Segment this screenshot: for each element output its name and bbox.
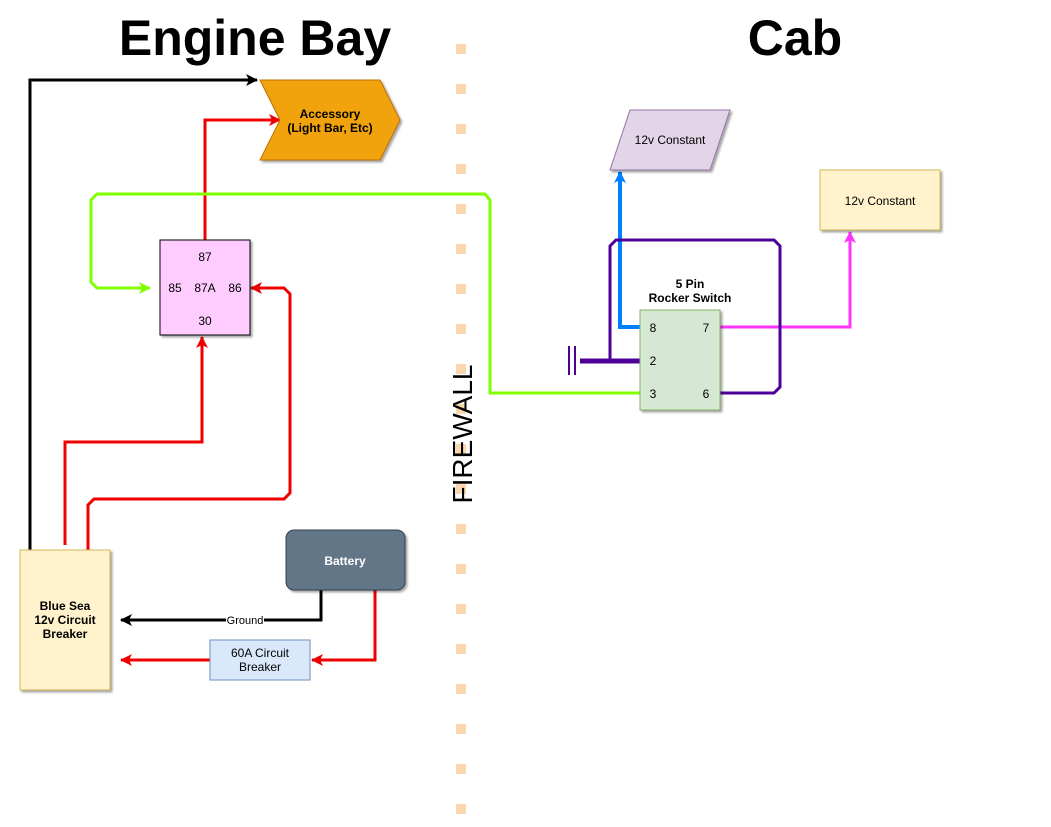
accessory-label-line1: Accessory <box>300 107 361 121</box>
engine-bay-heading: Engine Bay <box>119 10 391 66</box>
ground-label: Ground <box>227 615 264 627</box>
relay-pin-87: 87 <box>198 250 212 264</box>
rocker-title-line1: 5 Pin <box>676 277 705 291</box>
bluesea-label-line3: Breaker <box>43 627 88 641</box>
constant-purple-label: 12v Constant <box>635 133 706 147</box>
firewall-label: FIREWALL <box>447 365 478 504</box>
wire-red-breaker-to-86 <box>86 282 292 550</box>
breaker-60a-line2: Breaker <box>239 660 281 674</box>
breaker-60a-box <box>209 639 311 681</box>
breaker-60a-line1: 60A Circuit <box>231 646 290 660</box>
constant-purple-box <box>609 109 731 171</box>
relay-pin-85: 85 <box>168 281 182 295</box>
relay-pin-87a: 87A <box>194 281 215 295</box>
rocker-switch-box <box>639 309 721 411</box>
rocker-pin-8: 8 <box>650 321 657 335</box>
wire-red-87-to-accessory <box>203 114 281 240</box>
constant-yellow-label: 12v Constant <box>845 194 916 208</box>
wire-green-switch-to-85 <box>89 192 640 395</box>
ground-label-bg <box>226 613 264 627</box>
wire-magenta-switch-to-constant <box>720 231 856 329</box>
rocker-pin-7: 7 <box>703 321 710 335</box>
relay-box <box>159 239 251 336</box>
wire-purple-loop <box>608 238 782 395</box>
relay-pin-86: 86 <box>228 281 242 295</box>
wire-red-breaker-to-30 <box>63 336 208 545</box>
relay-pin-30: 30 <box>198 314 212 328</box>
bluesea-label-line2: 12v Circuit <box>34 613 95 627</box>
bluesea-label-line1: Blue Sea <box>40 599 91 613</box>
bluesea-breaker-box <box>19 549 111 691</box>
wire-black-ground <box>120 590 323 626</box>
rocker-pin-3: 3 <box>650 387 657 401</box>
constant-yellow-box <box>819 169 941 231</box>
accessory-label-line2: (Light Bar, Etc) <box>287 121 372 135</box>
wire-black-accessory-ground <box>28 74 258 550</box>
wire-blue-switch-to-constant <box>614 171 640 329</box>
rocker-pin-6: 6 <box>703 387 710 401</box>
battery-box <box>285 529 406 591</box>
rocker-pin-2: 2 <box>650 354 657 368</box>
wire-red-battery-to-60a <box>311 590 377 666</box>
rocker-title-line2: Rocker Switch <box>649 291 732 305</box>
battery-label: Battery <box>324 554 366 568</box>
accessory-box <box>259 79 401 161</box>
cab-heading: Cab <box>748 10 842 66</box>
